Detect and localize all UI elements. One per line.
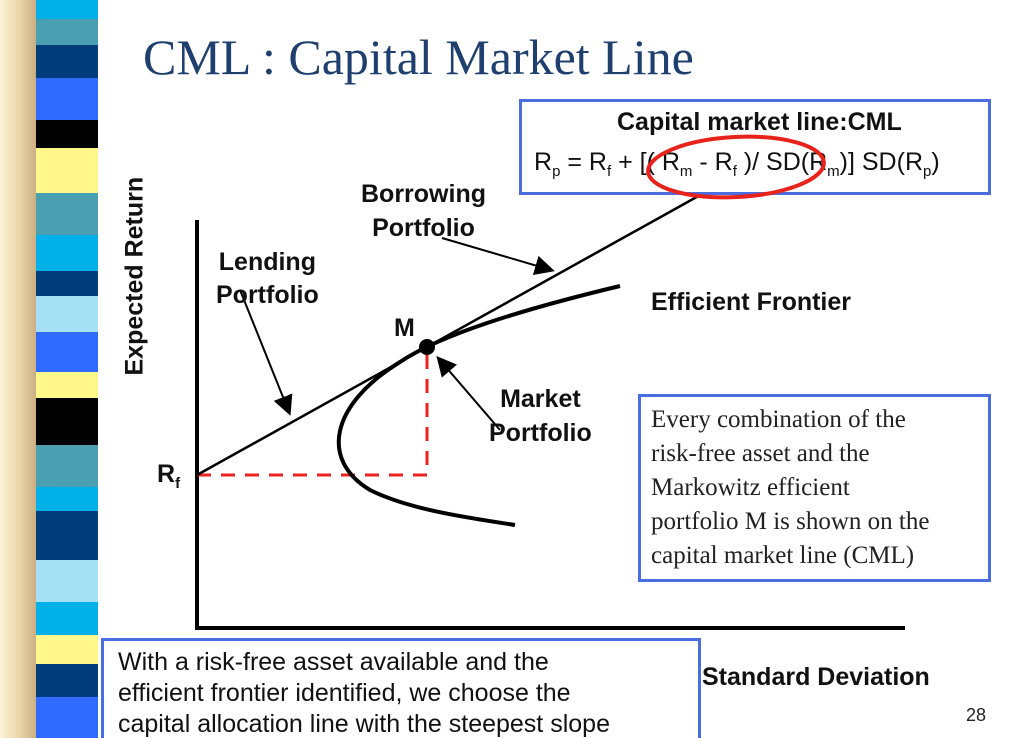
rf-label-sub: f: [175, 475, 181, 492]
cml-formula: Rp = Rf + [( Rm - Rf )/ SD(Rm)] SD(Rp): [534, 148, 940, 180]
borrowing-label-line: Borrowing: [361, 180, 486, 208]
f: =: [560, 148, 589, 176]
note-box: Every combination of the risk-free asset…: [638, 394, 991, 582]
rf-label: Rf: [157, 460, 180, 492]
x-axis-label: Standard Deviation: [702, 663, 930, 691]
rf-label-text: R: [157, 460, 176, 488]
borrowing-label-line: Portfolio: [372, 214, 475, 242]
market-portfolio-label: Market Portfolio: [489, 382, 592, 450]
y-axis-label: Expected Return: [120, 176, 149, 376]
market-label-line: Portfolio: [489, 419, 592, 447]
f: f: [606, 163, 612, 180]
bottom-line: capital allocation line with the steepes…: [118, 710, 610, 738]
f: R: [714, 148, 733, 176]
f: m: [827, 163, 840, 180]
slide-title: CML : Capital Market Line: [143, 29, 694, 85]
m-label: M: [394, 314, 415, 342]
lending-portfolio-label: Lending Portfolio: [216, 246, 319, 312]
borrowing-portfolio-label: Borrowing Portfolio: [361, 177, 486, 245]
f: )/ SD(: [736, 148, 810, 176]
f: )] SD(: [839, 148, 905, 176]
f: -: [692, 148, 715, 176]
f: + [(: [611, 148, 662, 176]
lending-label-line: Lending: [218, 248, 316, 276]
f: ): [931, 148, 940, 176]
lending-label-line: Portfolio: [216, 281, 319, 309]
lending-arrow: [239, 289, 293, 416]
efficient-frontier-label: Efficient Frontier: [651, 288, 852, 316]
borrowing-arrow: [441, 237, 555, 276]
note-line: capital market line (CML): [651, 542, 915, 569]
f: m: [679, 163, 693, 180]
efficient-frontier-curve: [336, 284, 621, 527]
f: R: [904, 148, 923, 176]
page-number: 28: [966, 705, 987, 725]
market-portfolio-point: [419, 339, 435, 355]
f: R: [809, 148, 828, 176]
note-line: Markowitz efficient: [651, 474, 850, 501]
f: R: [534, 148, 553, 176]
note-line: risk-free asset and the: [651, 440, 870, 467]
left-edge-decoration: [0, 0, 40, 738]
formula-box: Capital market line:CML Rp = Rf + [( Rm …: [519, 99, 991, 195]
f: p: [552, 163, 561, 180]
f: R: [661, 148, 680, 176]
note-line: portfolio M is shown on the: [651, 508, 930, 535]
capital-market-line: [196, 192, 703, 477]
note-line: Every combination of the: [651, 406, 906, 433]
bottom-line: With a risk-free asset available and the: [118, 648, 549, 676]
market-label-line: Market: [500, 385, 581, 413]
bottom-box: With a risk-free asset available and the…: [101, 638, 701, 738]
market-portfolio-arrow: [436, 355, 501, 431]
bottom-line: efficient frontier identified, we choose…: [118, 679, 571, 707]
f: R: [588, 148, 607, 176]
formula-heading: Capital market line:CML: [617, 108, 902, 136]
f: p: [923, 163, 932, 180]
